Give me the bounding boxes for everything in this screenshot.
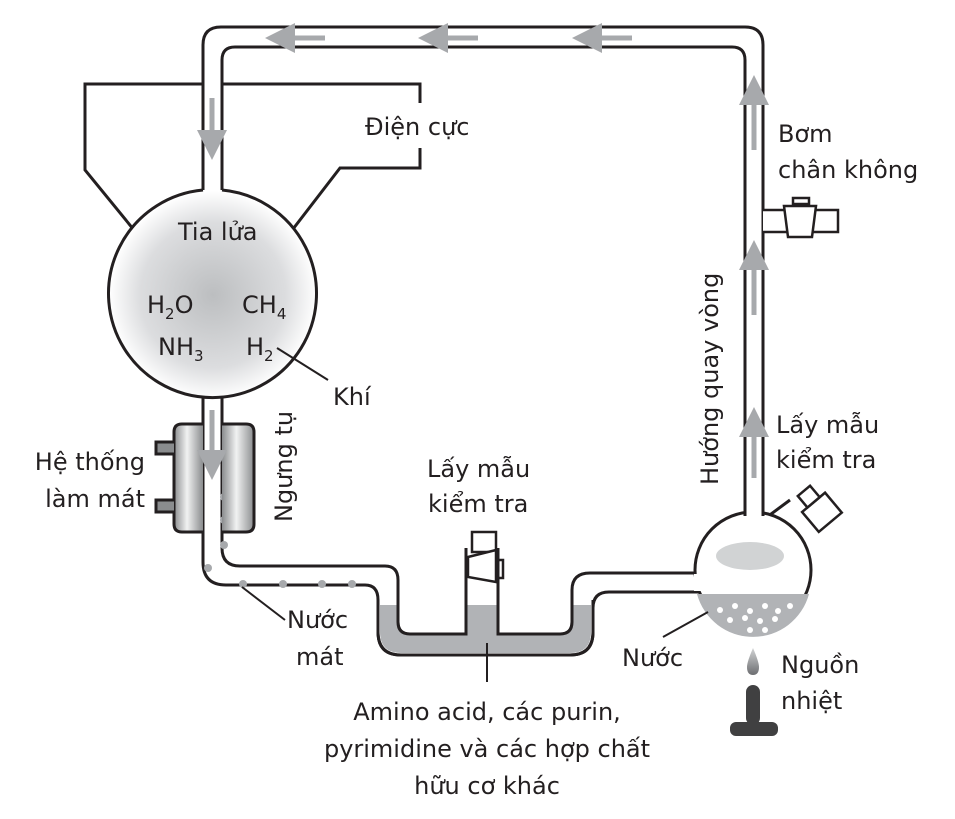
products-label-1: Amino acid, các purin,: [353, 698, 621, 726]
ch4-label: CH4: [242, 291, 286, 323]
sample-mid-label-1: Lấy mẫu: [427, 454, 530, 483]
product-liquid: [380, 605, 591, 653]
sample-valve-mid[interactable]: [466, 530, 505, 584]
heat-label-2: nhiệt: [781, 687, 842, 715]
cool-water-label-1: Nước: [287, 606, 348, 634]
sample-valve-right[interactable]: [792, 481, 844, 534]
leader-lines: [241, 347, 709, 682]
vacuum-pump-valve[interactable]: [763, 196, 840, 239]
products-label-2: pyrimidine và các hợp chất: [324, 735, 650, 763]
sample-right-label-2: kiểm tra: [776, 446, 876, 474]
spark-flask: [107, 188, 318, 399]
electrode-label: Điện cực: [365, 113, 469, 141]
condenser-label: Ngưng tụ: [270, 411, 298, 522]
flow-arrows: [197, 23, 769, 480]
heat-source: [730, 648, 778, 736]
vacuum-pump-label-1: Bơm: [778, 120, 833, 148]
spark-label: Tia lửa: [177, 218, 258, 246]
water-label: Nước: [622, 644, 683, 672]
cooling-label-1: Hệ thống: [35, 448, 145, 476]
sample-mid-label-2: kiểm tra: [428, 490, 528, 518]
gas-label: Khí: [333, 383, 372, 411]
cool-water-label-2: mát: [296, 643, 344, 671]
h2o-label: H2O: [147, 291, 193, 323]
heat-label-1: Nguồn: [781, 651, 859, 679]
boiling-flask: [693, 495, 813, 637]
vacuum-pump-label-2: chân không: [778, 156, 918, 184]
sample-right-label-1: Lấy mẫu: [776, 410, 879, 439]
h2-label: H2: [246, 333, 274, 365]
cooling-jacket: [154, 422, 256, 534]
circulation-label: Hướng quay vòng: [696, 273, 724, 485]
nh3-label: NH3: [158, 333, 204, 365]
burner-icon: [746, 685, 760, 725]
products-label-3: hữu cơ khác: [414, 772, 560, 800]
electrode-wires: [83, 82, 422, 269]
flame-icon: [747, 648, 759, 675]
cooling-label-2: làm mát: [45, 485, 145, 513]
